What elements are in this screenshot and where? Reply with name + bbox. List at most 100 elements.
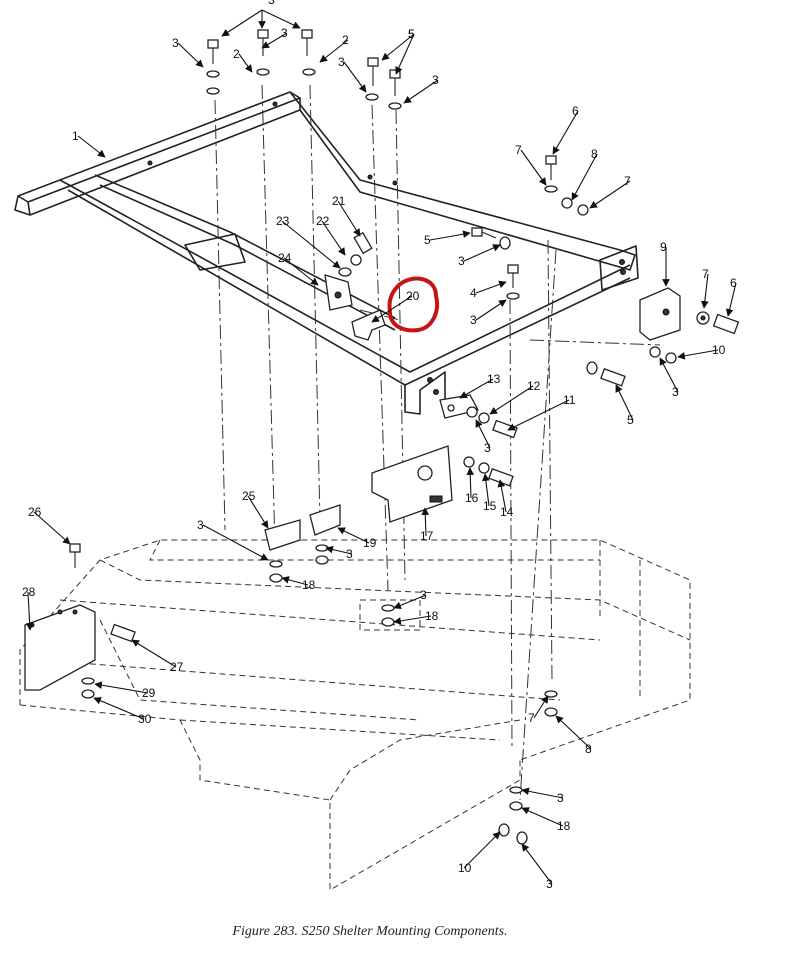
bolt-right-6: [545, 155, 557, 180]
callout-number: 14: [500, 505, 514, 519]
callout-number: 2: [342, 33, 349, 47]
callout-number: 3: [346, 547, 353, 561]
callout-leader: [507, 399, 570, 431]
bolt-top-5: [389, 69, 401, 96]
callout-leader: [94, 681, 149, 694]
callout-leader: [659, 357, 679, 393]
bolt-26: [69, 543, 81, 568]
callout-leader: [475, 299, 507, 321]
callout-number: 3: [420, 588, 427, 602]
callout-number: 13: [487, 372, 501, 386]
callout-leader: [700, 273, 709, 309]
callout-number: 7: [624, 174, 631, 188]
callout-number: 17: [420, 529, 434, 543]
callout-leader: [321, 220, 346, 256]
callout-leader: [283, 257, 319, 286]
callout-leader: [589, 180, 631, 209]
callout-number: 7: [702, 267, 709, 281]
bolt-top-4: [367, 57, 379, 86]
bracket-17: [371, 445, 453, 523]
callout-number: 8: [591, 147, 598, 161]
callout-number: 3: [546, 877, 553, 891]
callout-leader: [131, 639, 177, 668]
callout-number: 19: [363, 536, 377, 550]
callout-leader: [463, 831, 501, 869]
callout-leader: [725, 282, 737, 317]
callout-number: 18: [302, 578, 316, 592]
callout-number: 3: [197, 518, 204, 532]
bolt-mid-4: [507, 264, 519, 288]
callout-leader: [238, 53, 253, 73]
callout-leader: [371, 295, 413, 323]
callout-number: 20: [406, 289, 420, 303]
callout-number: 3: [458, 254, 465, 268]
callout-leader: [77, 135, 106, 158]
callout-number: 4: [470, 286, 477, 300]
callout-number: 16: [465, 491, 479, 505]
callout-number: 24: [278, 251, 292, 265]
callout-number: 5: [408, 27, 415, 41]
callout-leader: [177, 42, 204, 68]
callout-leader: [421, 507, 430, 537]
callout-leader: [25, 591, 34, 631]
callout-leader: [571, 153, 598, 201]
callout-leader: [521, 787, 564, 799]
callout-leader: [533, 695, 549, 719]
callout-number: 3: [281, 26, 288, 40]
callout-number: 11: [563, 393, 576, 407]
callout-leader: [261, 32, 288, 49]
hardware-parts: [24, 29, 740, 845]
callout-leader: [459, 378, 494, 399]
washer-top-1: [206, 70, 220, 78]
callout-leader: [463, 244, 501, 262]
callout-number: 3: [338, 55, 345, 69]
callout-leader: [489, 385, 534, 415]
callout-leader: [319, 39, 349, 63]
callout-leader: [393, 594, 427, 609]
callout-number: 9: [660, 240, 667, 254]
callout-number: 3: [268, 0, 275, 7]
callout-leader: [281, 220, 341, 269]
callout-number: 3: [672, 385, 679, 399]
bolt-top-1: [207, 39, 219, 64]
center-lines: [214, 84, 661, 801]
callout-number: 12: [527, 379, 541, 393]
bolt-mid-5: [471, 227, 497, 239]
callout-leader: [221, 9, 263, 37]
callout-number: 5: [408, 27, 415, 41]
callout-leader: [343, 61, 367, 93]
callout-number: 8: [585, 742, 592, 756]
bolt-lower-5: [600, 368, 626, 387]
callout-leader: [202, 524, 269, 561]
callout-leader: [497, 479, 507, 513]
callout-leader: [475, 280, 507, 294]
callout-leader: [261, 9, 301, 29]
bolt-6-side: [712, 313, 740, 335]
callout-leader: [381, 33, 415, 61]
callout-number: 5: [424, 233, 431, 247]
callout-leader: [337, 200, 361, 237]
highlight-circle: [387, 276, 439, 333]
bolt-top-2: [257, 29, 269, 56]
callout-number: 6: [572, 104, 579, 118]
bracket-28: [24, 604, 96, 691]
callout-leader: [555, 715, 592, 750]
callout-number: 22: [316, 214, 330, 228]
callout-number: 2: [233, 47, 240, 61]
callout-number: 10: [458, 861, 472, 875]
callout-leader: [93, 697, 145, 720]
callout-number: 5: [627, 413, 634, 427]
figure-caption: Figure 283. S250 Shelter Mounting Compon…: [232, 924, 508, 939]
callout-leader: [403, 79, 439, 104]
callout-number: 10: [712, 343, 726, 357]
bolt-21: [353, 231, 373, 255]
callout-leader: [615, 384, 634, 421]
callout-number: 25: [242, 489, 256, 503]
callout-number: 29: [142, 686, 156, 700]
callout-number: 3: [470, 313, 477, 327]
callout-leader: [337, 527, 370, 544]
callout-leader: [521, 807, 564, 827]
bolt-top-3: [301, 29, 313, 56]
